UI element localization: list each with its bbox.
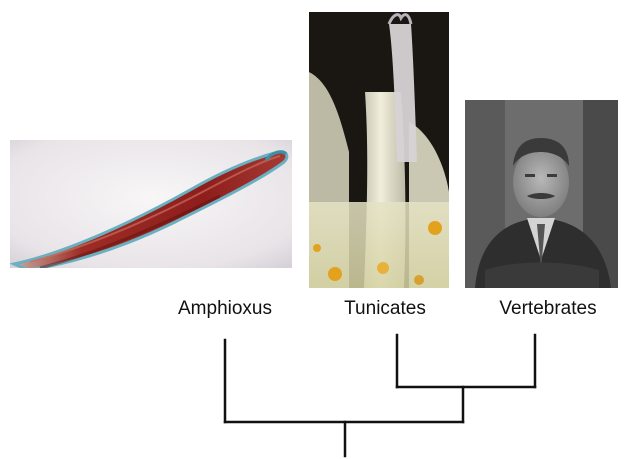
phylogenetic-tree [0,0,628,459]
